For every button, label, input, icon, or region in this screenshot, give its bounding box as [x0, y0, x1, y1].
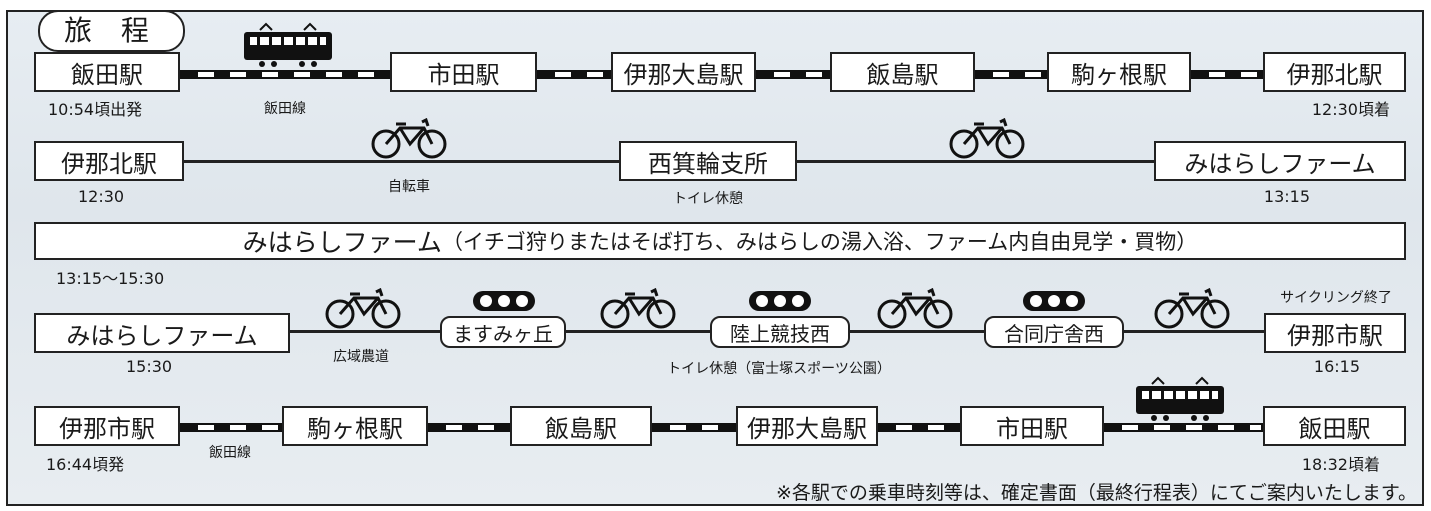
line-name-label: 飯田線	[264, 101, 306, 117]
station-inashi: 伊那市駅	[34, 406, 180, 446]
farm-activities-banner: みはらしファーム （イチゴ狩りまたはそば打ち、みはらしの湯入浴、ファーム内自由見…	[34, 222, 1406, 260]
signal-masumigaoka: ますみヶ丘	[440, 316, 566, 348]
depart-time: 10:54頃出発	[48, 100, 143, 119]
bicycle-icon	[325, 288, 401, 329]
start-time: 12:30	[78, 187, 125, 206]
bicycle-icon	[371, 118, 447, 159]
train-icon	[1136, 376, 1224, 421]
rail-segment	[1191, 70, 1263, 79]
station-komagane: 駒ヶ根駅	[282, 406, 428, 446]
stop-nishiminowa-branch: 西箕輪支所	[619, 141, 797, 181]
signal-rikujo-kyogi-nishi: 陸上競技西	[710, 316, 850, 348]
rail-segment	[180, 70, 390, 79]
station-iida: 飯田駅	[1263, 406, 1406, 446]
signal-godo-chosha-nishi: 合同庁舎西	[984, 316, 1124, 348]
rail-segment	[428, 423, 510, 432]
train-icon	[244, 22, 332, 67]
rail-segment	[975, 70, 1047, 79]
station-ichida: 市田駅	[390, 52, 537, 92]
farm-stay-time: 13:15〜15:30	[56, 269, 165, 288]
traffic-light-icon	[1023, 291, 1085, 311]
rail-segment	[756, 70, 830, 79]
line-name-label: 飯田線	[209, 445, 251, 461]
farm-name: みはらしファーム	[242, 228, 442, 257]
station-inashi: 伊那市駅	[1264, 313, 1406, 353]
rest-stop-note: トイレ休憩（富士塚スポーツ公園）	[667, 361, 891, 377]
rail-segment	[1104, 423, 1263, 432]
bicycle-icon	[600, 288, 676, 329]
arrival-time: 13:15	[1263, 187, 1310, 206]
road-name-label: 広域農道	[333, 349, 389, 365]
station-ina-kita: 伊那北駅	[34, 141, 184, 181]
station-ina-oshima: 伊那大島駅	[736, 406, 878, 446]
station-komagane: 駒ヶ根駅	[1047, 52, 1191, 92]
rail-segment	[878, 423, 960, 432]
bicycle-icon	[949, 118, 1025, 159]
traffic-light-icon	[473, 291, 535, 311]
depart-time: 16:44頃発	[46, 455, 125, 474]
arrival-time: 16:15	[1313, 357, 1360, 376]
arrive-time: 18:32頃着	[1301, 455, 1380, 474]
itinerary-title: 旅 程	[38, 10, 185, 52]
station-ina-oshima: 伊那大島駅	[611, 52, 756, 92]
bicycle-icon	[877, 288, 953, 329]
rest-stop-note: トイレ休憩	[673, 191, 743, 207]
destination-miharashi-farm: みはらしファーム	[1154, 141, 1406, 181]
station-ina-kita: 伊那北駅	[1263, 52, 1406, 92]
rail-segment	[180, 423, 282, 432]
rail-segment	[537, 70, 611, 79]
start-miharashi-farm: みはらしファーム	[34, 313, 290, 353]
start-time: 15:30	[126, 357, 173, 376]
transport-mode-label: 自転車	[388, 179, 430, 195]
cycling-end-caption: サイクリング終了	[1280, 290, 1392, 306]
bicycle-icon	[1154, 288, 1230, 329]
station-iijima: 飯島駅	[830, 52, 975, 92]
rail-segment	[652, 423, 736, 432]
station-iida: 飯田駅	[34, 52, 180, 92]
station-ichida: 市田駅	[960, 406, 1104, 446]
footnote: ※各駅での乗車時刻等は、確定書面（最終行程表）にてご案内いたします。	[775, 482, 1417, 504]
farm-activity-details: （イチゴ狩りまたはそば打ち、みはらしの湯入浴、ファーム内自由見学・買物）	[441, 230, 1198, 254]
traffic-light-icon	[749, 291, 811, 311]
arrive-time: 12:30頃着	[1311, 100, 1390, 119]
station-iijima: 飯島駅	[510, 406, 652, 446]
